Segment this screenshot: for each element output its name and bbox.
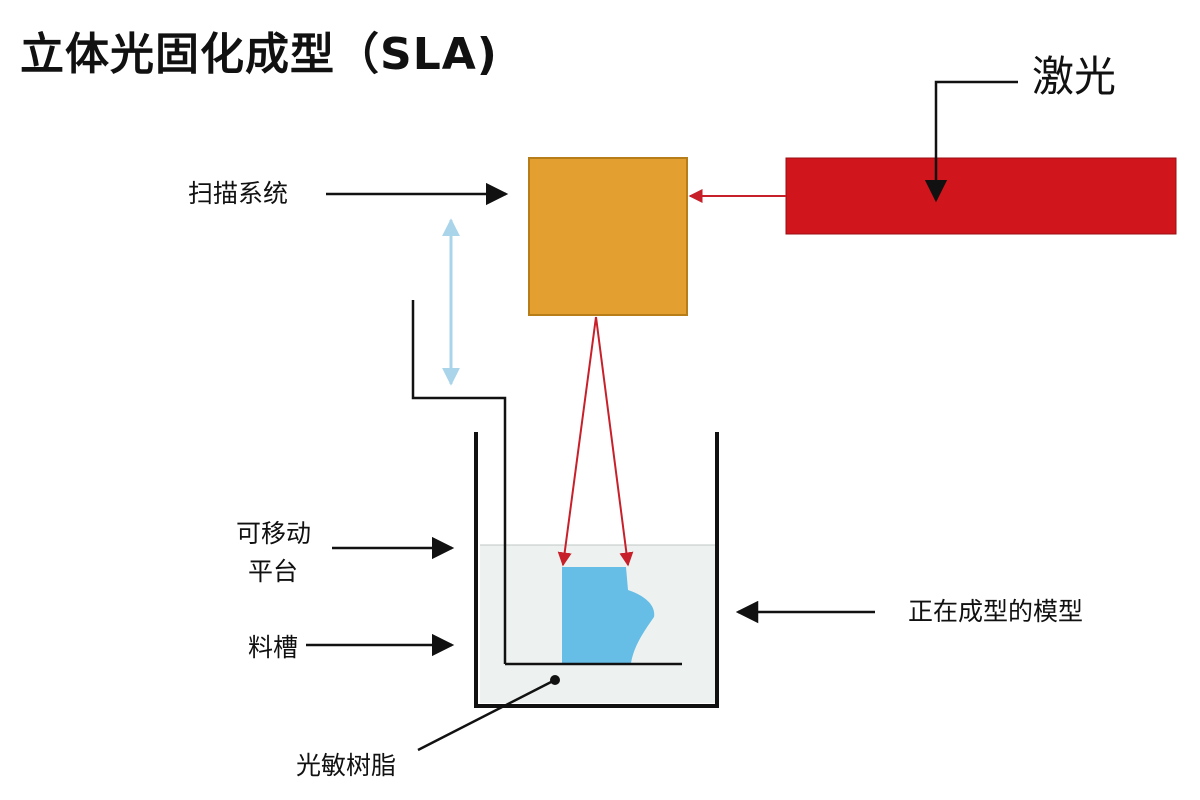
resin-pointer-line (417, 678, 556, 752)
scan-system-label: 扫描系统 (188, 179, 289, 208)
resin-pointer-dot (550, 675, 560, 685)
scanning-system-box (528, 157, 688, 316)
resin-tank (474, 432, 719, 708)
model-label: 正在成型的模型 (908, 597, 1084, 626)
laser-beam-left (557, 316, 597, 567)
laser-beam-right (595, 316, 634, 567)
laser-source (785, 157, 1177, 235)
platform-label-line1: 可移动 (236, 519, 312, 548)
resin-label: 光敏树脂 (296, 751, 397, 780)
laser-leader-arrow (924, 80, 1018, 203)
model-being-formed (562, 567, 655, 663)
movable-platform-arm (411, 300, 507, 664)
platform-label-line2: 平台 (248, 557, 299, 586)
diagram-title: 立体光固化成型（SLA) (20, 29, 498, 80)
laser-label: 激光 (1032, 52, 1117, 101)
tank-label: 料槽 (248, 633, 299, 662)
